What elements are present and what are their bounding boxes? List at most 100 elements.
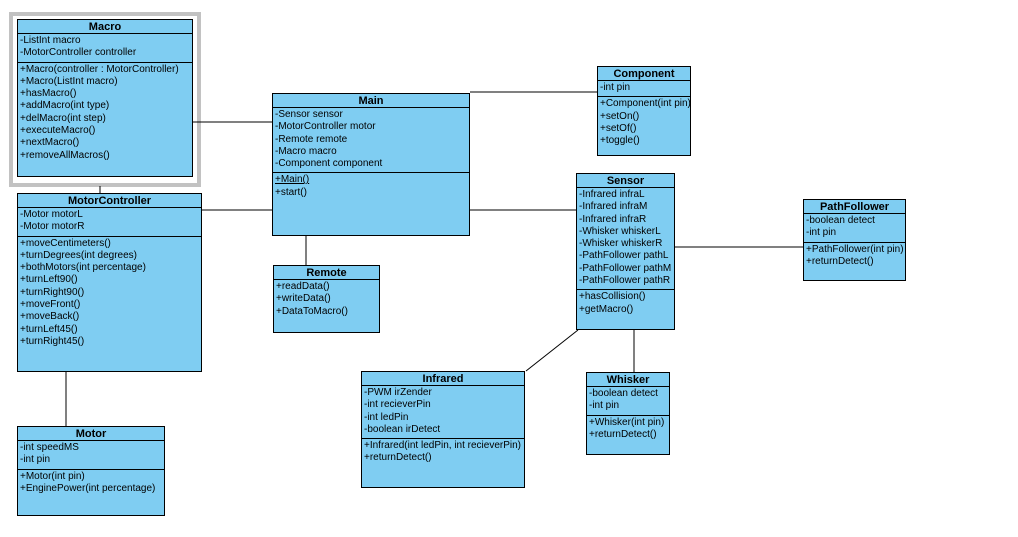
member-line: +Whisker(int pin): [589, 416, 665, 428]
member-line: +turnRight45(): [20, 335, 85, 347]
class-sensor-title: Sensor: [577, 174, 674, 188]
class-main-methods: +Main()+start(): [273, 173, 469, 235]
class-sensor-methods: +hasCollision()+getMacro(): [577, 290, 674, 329]
member-line: +hasMacro(): [20, 88, 77, 100]
connector-sensor-infrared[interactable]: [525, 329, 579, 372]
class-remote[interactable]: Remote +readData()+writeData()+DataToMac…: [273, 265, 380, 333]
class-macro-methods: +Macro(controller : MotorController)+Mac…: [18, 63, 192, 176]
member-line: -int speedMS: [20, 442, 79, 453]
member-line: -Macro macro: [275, 145, 337, 157]
member-line: -int pin: [806, 227, 837, 239]
member-line: -int pin: [589, 400, 620, 412]
class-sensor-attributes: -Infrared infraL-Infrared infraM-Infrare…: [577, 188, 674, 291]
class-whisker[interactable]: Whisker -boolean detect-int pin +Whisker…: [586, 372, 670, 455]
class-component-title: Component: [598, 67, 690, 81]
class-main-title: Main: [273, 94, 469, 108]
class-macro-attributes: -ListInt macro-MotorController controlle…: [18, 34, 192, 63]
member-line: +Component(int pin): [600, 98, 690, 110]
class-whisker-attributes: -boolean detect-int pin: [587, 387, 669, 416]
member-line: -PathFollower pathR: [579, 275, 671, 287]
member-line: +DataToMacro(): [276, 305, 348, 317]
member-line: +EnginePower(int percentage): [20, 482, 156, 494]
member-line: -boolean detect: [589, 388, 658, 399]
member-line: -PWM irZender: [364, 387, 432, 398]
member-line: +readData(): [276, 281, 330, 292]
member-line: +turnDegrees(int degrees): [20, 249, 138, 261]
member-line: +Motor(int pin): [20, 470, 85, 482]
class-whisker-title: Whisker: [587, 373, 669, 387]
member-line: +setOf(): [600, 122, 637, 134]
member-line: +getMacro(): [579, 303, 634, 315]
class-macro[interactable]: Macro -ListInt macro-MotorController con…: [17, 19, 193, 177]
class-infrared-methods: +Infrared(int ledPin, int recieverPin)+r…: [362, 439, 524, 487]
member-line: +removeAllMacros(): [20, 149, 110, 161]
member-line: -Motor motorL: [20, 209, 83, 220]
class-motor[interactable]: Motor -int speedMS-int pin +Motor(int pi…: [17, 426, 165, 516]
member-line: +Infrared(int ledPin, int recieverPin): [364, 440, 522, 452]
member-line: -Infrared infraR: [579, 213, 647, 225]
class-motorcontroller-attributes: -Motor motorL-Motor motorR: [18, 208, 201, 237]
member-line: +Main(): [275, 174, 310, 186]
class-motorcontroller-title: MotorController: [18, 194, 201, 208]
member-line: +moveFront(): [20, 299, 81, 311]
class-sensor[interactable]: Sensor -Infrared infraL-Infrared infraM-…: [576, 173, 675, 330]
member-line: +Macro(controller : MotorController): [20, 63, 179, 75]
member-line: +hasCollision(): [579, 291, 646, 303]
class-infrared[interactable]: Infrared -PWM irZender-int recieverPin-i…: [361, 371, 525, 488]
member-line: +turnRight90(): [20, 286, 85, 298]
member-line: -ListInt macro: [20, 35, 81, 46]
member-line: +writeData(): [276, 293, 331, 305]
member-line: +moveBack(): [20, 311, 80, 323]
member-line: +toggle(): [600, 135, 640, 147]
member-line: -Motor motorR: [20, 221, 85, 233]
member-line: +turnLeft90(): [20, 274, 78, 286]
member-line: +returnDetect(): [589, 428, 657, 440]
member-line: +returnDetect(): [806, 255, 874, 267]
class-pathfollower-title: PathFollower: [804, 200, 905, 214]
member-line: +Macro(ListInt macro): [20, 75, 118, 87]
class-component[interactable]: Component -int pin +Component(int pin)+s…: [597, 66, 691, 156]
class-macro-title: Macro: [18, 20, 192, 34]
class-motor-methods: +Motor(int pin)+EnginePower(int percenta…: [18, 470, 164, 515]
member-line: -MotorController motor: [275, 121, 376, 133]
class-main[interactable]: Main -Sensor sensor-MotorController moto…: [272, 93, 470, 236]
member-line: -Infrared infraL: [579, 189, 645, 200]
member-line: -Sensor sensor: [275, 109, 343, 120]
selection-frame-macro: [9, 12, 201, 187]
member-line: -Remote remote: [275, 133, 348, 145]
class-pathfollower[interactable]: PathFollower -boolean detect-int pin +Pa…: [803, 199, 906, 281]
class-main-attributes: -Sensor sensor-MotorController motor-Rem…: [273, 108, 469, 174]
member-line: -PathFollower pathM: [579, 262, 672, 274]
member-line: -int pin: [20, 454, 51, 466]
member-line: -boolean detect: [806, 215, 875, 226]
class-infrared-attributes: -PWM irZender-int recieverPin-int ledPin…: [362, 386, 524, 440]
member-line: -PathFollower pathL: [579, 250, 669, 262]
member-line: +turnLeft45(): [20, 323, 78, 335]
member-line: -MotorController controller: [20, 47, 137, 59]
member-line: -Component component: [275, 158, 383, 170]
member-line: +bothMotors(int percentage): [20, 262, 146, 274]
class-motorcontroller-methods: +moveCentimeters()+turnDegrees(int degre…: [18, 237, 201, 371]
member-line: +executeMacro(): [20, 125, 96, 137]
class-motorcontroller[interactable]: MotorController -Motor motorL-Motor moto…: [17, 193, 202, 372]
member-line: +start(): [275, 186, 307, 198]
member-line: -Infrared infraM: [579, 201, 648, 213]
member-line: +PathFollower(int pin): [806, 243, 904, 255]
class-pathfollower-attributes: -boolean detect-int pin: [804, 214, 905, 243]
class-motor-title: Motor: [18, 427, 164, 441]
member-line: +setOn(): [600, 110, 640, 122]
member-line: -boolean irDetect: [364, 423, 441, 435]
member-line: -Whisker whiskerL: [579, 225, 661, 237]
class-component-attributes: -int pin: [598, 81, 690, 98]
class-component-methods: +Component(int pin)+setOn()+setOf()+togg…: [598, 97, 690, 155]
member-line: -int recieverPin: [364, 399, 431, 411]
member-line: +delMacro(int step): [20, 112, 106, 124]
member-line: -int ledPin: [364, 411, 409, 423]
class-whisker-methods: +Whisker(int pin)+returnDetect(): [587, 416, 669, 454]
member-line: +moveCentimeters(): [20, 237, 111, 249]
class-motor-attributes: -int speedMS-int pin: [18, 441, 164, 470]
member-line: -int pin: [600, 82, 631, 93]
member-line: +addMacro(int type): [20, 100, 110, 112]
